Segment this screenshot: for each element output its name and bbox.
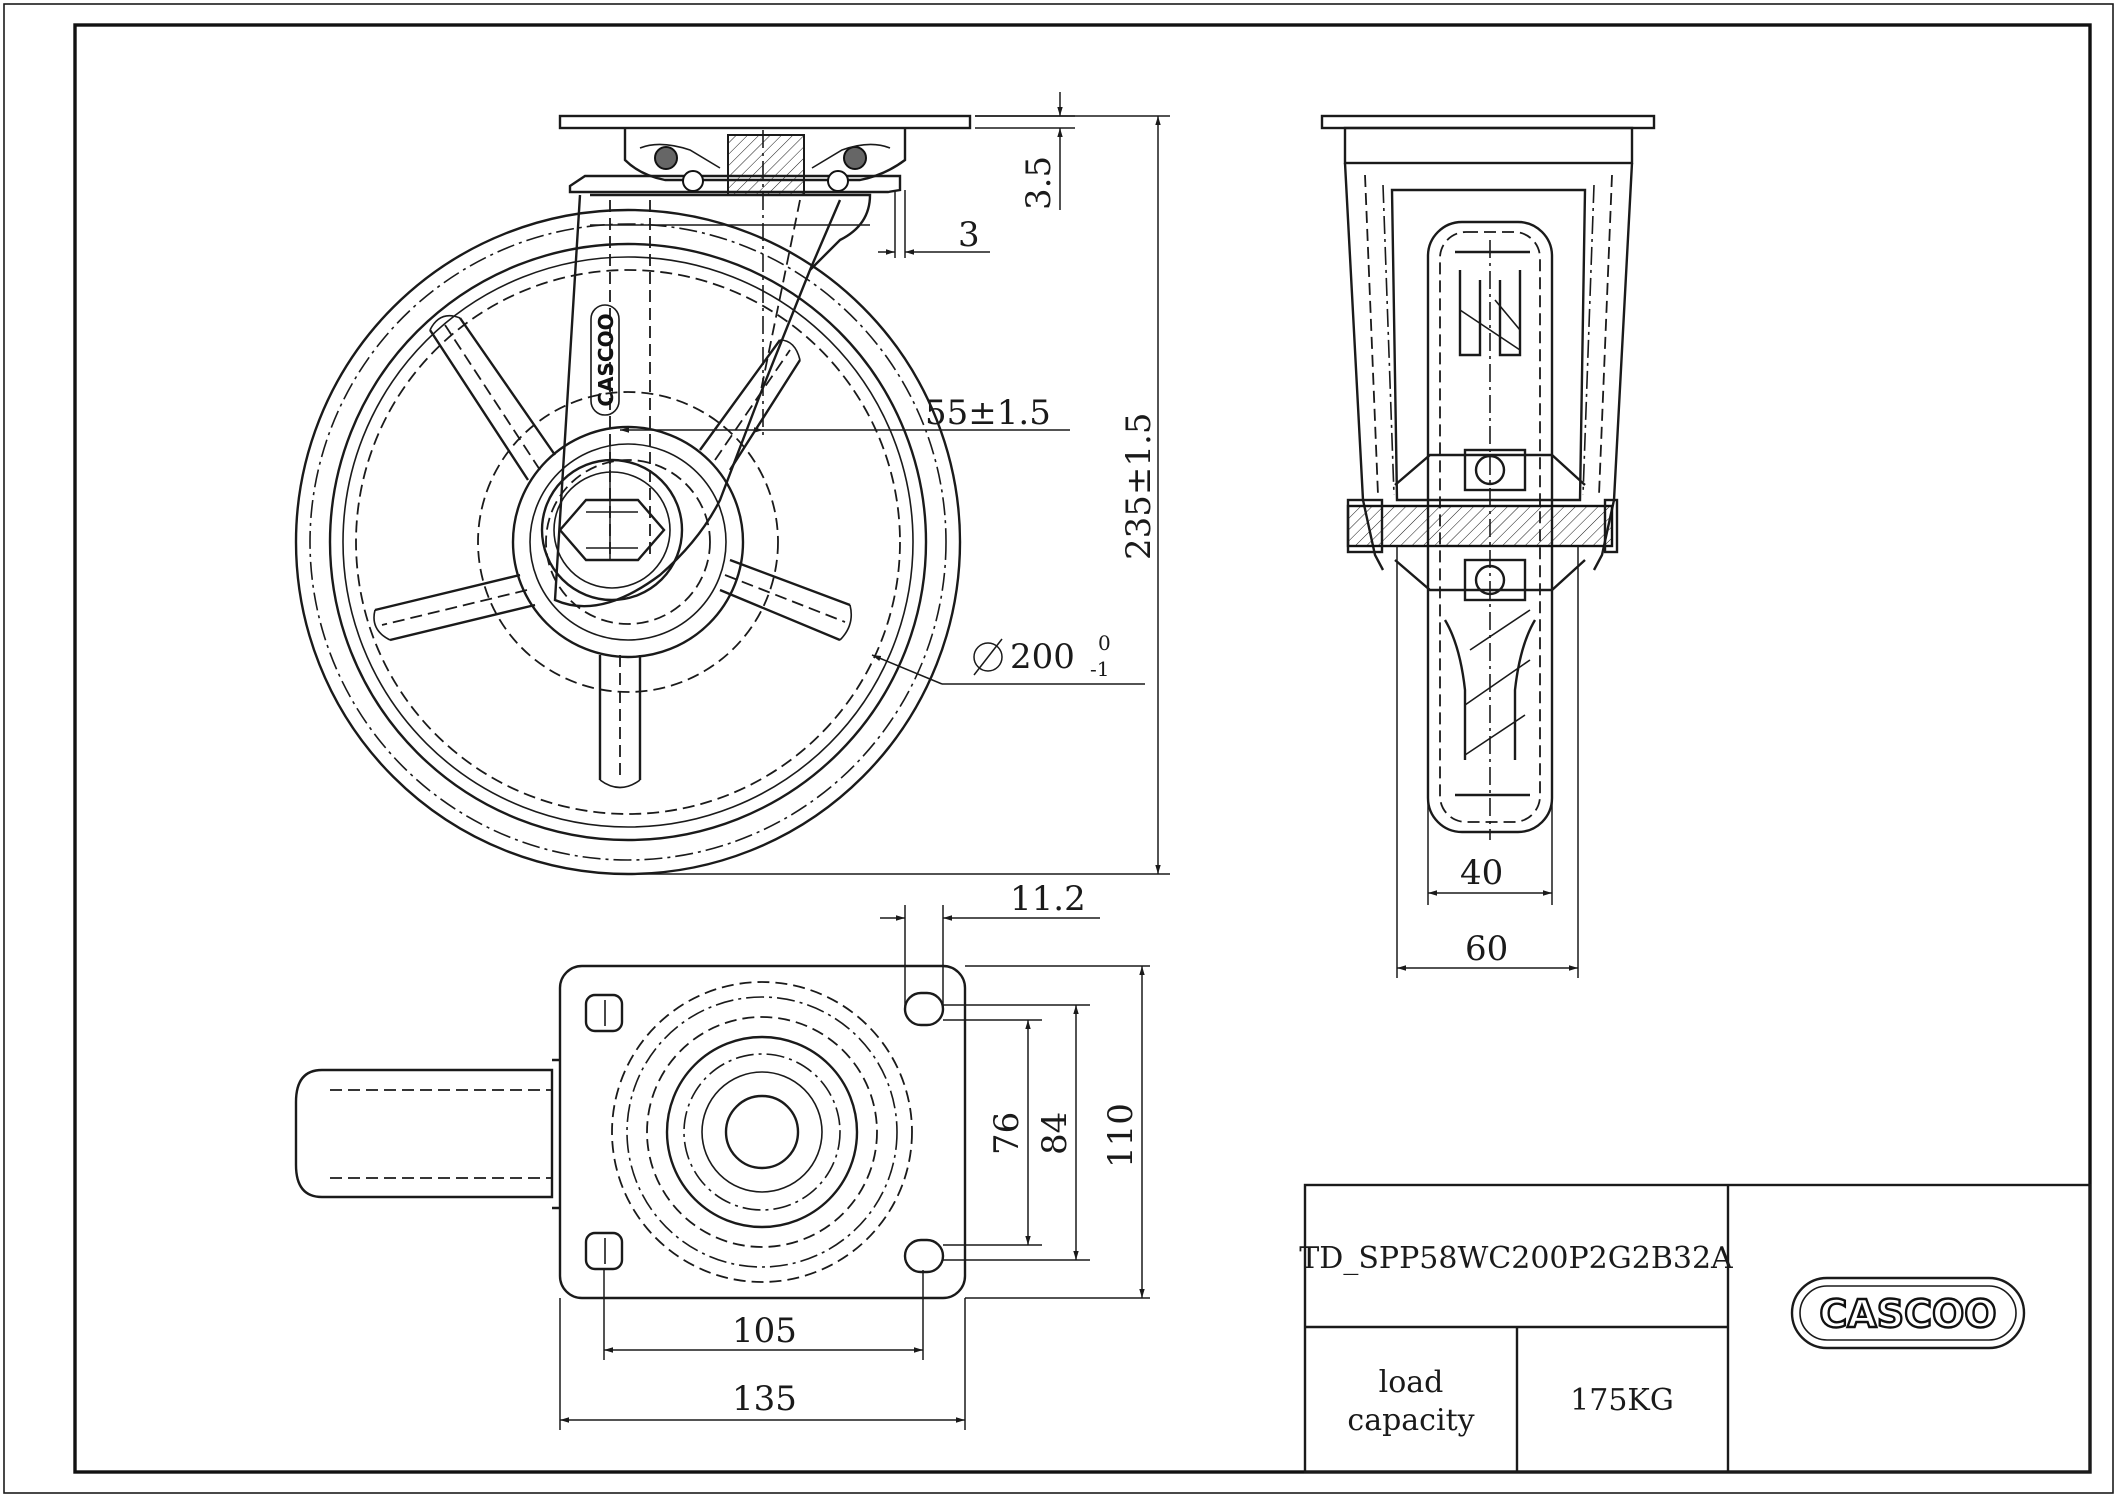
plate-hole-br xyxy=(903,1238,945,1274)
top-view xyxy=(294,964,967,1300)
dim-plate-thickness: 3.5 xyxy=(975,92,1075,210)
swivel-fork xyxy=(553,194,842,608)
mounting-plate xyxy=(558,964,967,1300)
label-plate-length: 135 xyxy=(732,1379,797,1419)
label-hole-spacing-inner: 76 xyxy=(987,1112,1027,1155)
wheel-spokes xyxy=(373,314,853,789)
title-block: TD_SPP58WC200P2G2B32A load capacity 175K… xyxy=(1299,1183,2092,1474)
outer-border xyxy=(3,3,2114,1494)
load-label-line1: load xyxy=(1379,1365,1444,1400)
side-view: CASCOO xyxy=(294,114,972,876)
label-tread-width: 40 xyxy=(1460,853,1503,893)
label-bearing-gap: 3 xyxy=(958,215,980,255)
logo-text: CASCOO xyxy=(1819,1292,1996,1336)
dim-wheel-diameter: 200 0 -1 xyxy=(871,631,1145,685)
top-plate xyxy=(558,114,972,130)
load-value: 175KG xyxy=(1570,1383,1674,1418)
front-axle xyxy=(1346,504,1614,548)
hub-outer xyxy=(511,425,745,659)
label-plate-thickness: 3.5 xyxy=(1019,156,1059,210)
kingpin-hole xyxy=(724,1094,800,1170)
kingpin-section xyxy=(727,134,805,196)
wheel-rim-inner xyxy=(342,256,914,828)
front-top-plate xyxy=(1320,114,1656,130)
plate-hole-bl xyxy=(584,1231,624,1271)
dim-overall-height: 235±1.5 xyxy=(628,115,1170,875)
bearing-ball-left-upper xyxy=(654,146,678,170)
wheel-rim-outer xyxy=(328,242,928,842)
dim-hole-spacing-outer: 84 xyxy=(943,1004,1090,1261)
label-wheel-tol-upper: 0 xyxy=(1098,631,1111,655)
dim-hole-spacing-inner: 76 xyxy=(943,1019,1042,1246)
dim-offset: 55±1.5 xyxy=(620,393,1070,433)
axle-washer xyxy=(540,458,684,602)
plate-hole-tr xyxy=(903,991,945,1027)
hub-dash-inner xyxy=(545,459,711,625)
plate-hole-tl xyxy=(584,993,624,1033)
brake-lever xyxy=(294,1068,554,1199)
label-hole-offset: 11.2 xyxy=(1010,879,1086,919)
drawing-frame xyxy=(73,23,2092,1474)
dim-hole-spacing-long: 105 xyxy=(603,1270,924,1360)
load-label-line2: capacity xyxy=(1347,1403,1474,1438)
label-wheel-diameter: 200 xyxy=(1010,637,1075,677)
part-number: TD_SPP58WC200P2G2B32A xyxy=(1299,1241,1733,1276)
bearing-race-lower xyxy=(568,174,902,194)
label-overall-height: 235±1.5 xyxy=(1119,413,1159,560)
label-hole-spacing-outer: 84 xyxy=(1035,1112,1075,1155)
brand-logo: CASCOO xyxy=(1790,1276,2026,1350)
wheel-rim-dash xyxy=(355,269,901,815)
front-view xyxy=(1320,114,1656,840)
label-fork-width: 60 xyxy=(1465,929,1508,969)
label-wheel-tol-lower: -1 xyxy=(1090,657,1109,681)
dim-hole-offset: 11.2 xyxy=(880,879,1100,1010)
wheel-outer xyxy=(294,208,962,876)
svg-text:CASCOO: CASCOO xyxy=(594,313,618,406)
axle-nut xyxy=(558,498,666,562)
dim-plate-width: 110 xyxy=(965,965,1150,1299)
dim-plate-length: 135 xyxy=(559,1298,966,1430)
label-plate-width: 110 xyxy=(1101,1103,1141,1168)
label-hole-spacing-long: 105 xyxy=(732,1311,797,1351)
dim-tread-width: 40 xyxy=(1427,800,1553,905)
bearing-ball-right-lower xyxy=(827,170,849,192)
hub-dash xyxy=(477,391,779,693)
dim-bearing-gap: 3 xyxy=(878,190,990,258)
axle-washer-inner xyxy=(553,471,671,589)
wheel-tread-dash xyxy=(309,223,947,861)
bearing-ball-right-upper xyxy=(843,146,867,170)
label-offset: 55±1.5 xyxy=(925,393,1051,433)
hub-inner xyxy=(529,443,727,641)
fork-brand-stamp: CASCOO xyxy=(590,304,620,416)
dim-fork-width: 60 xyxy=(1396,546,1579,978)
bearing-ball-left-lower xyxy=(682,170,704,192)
